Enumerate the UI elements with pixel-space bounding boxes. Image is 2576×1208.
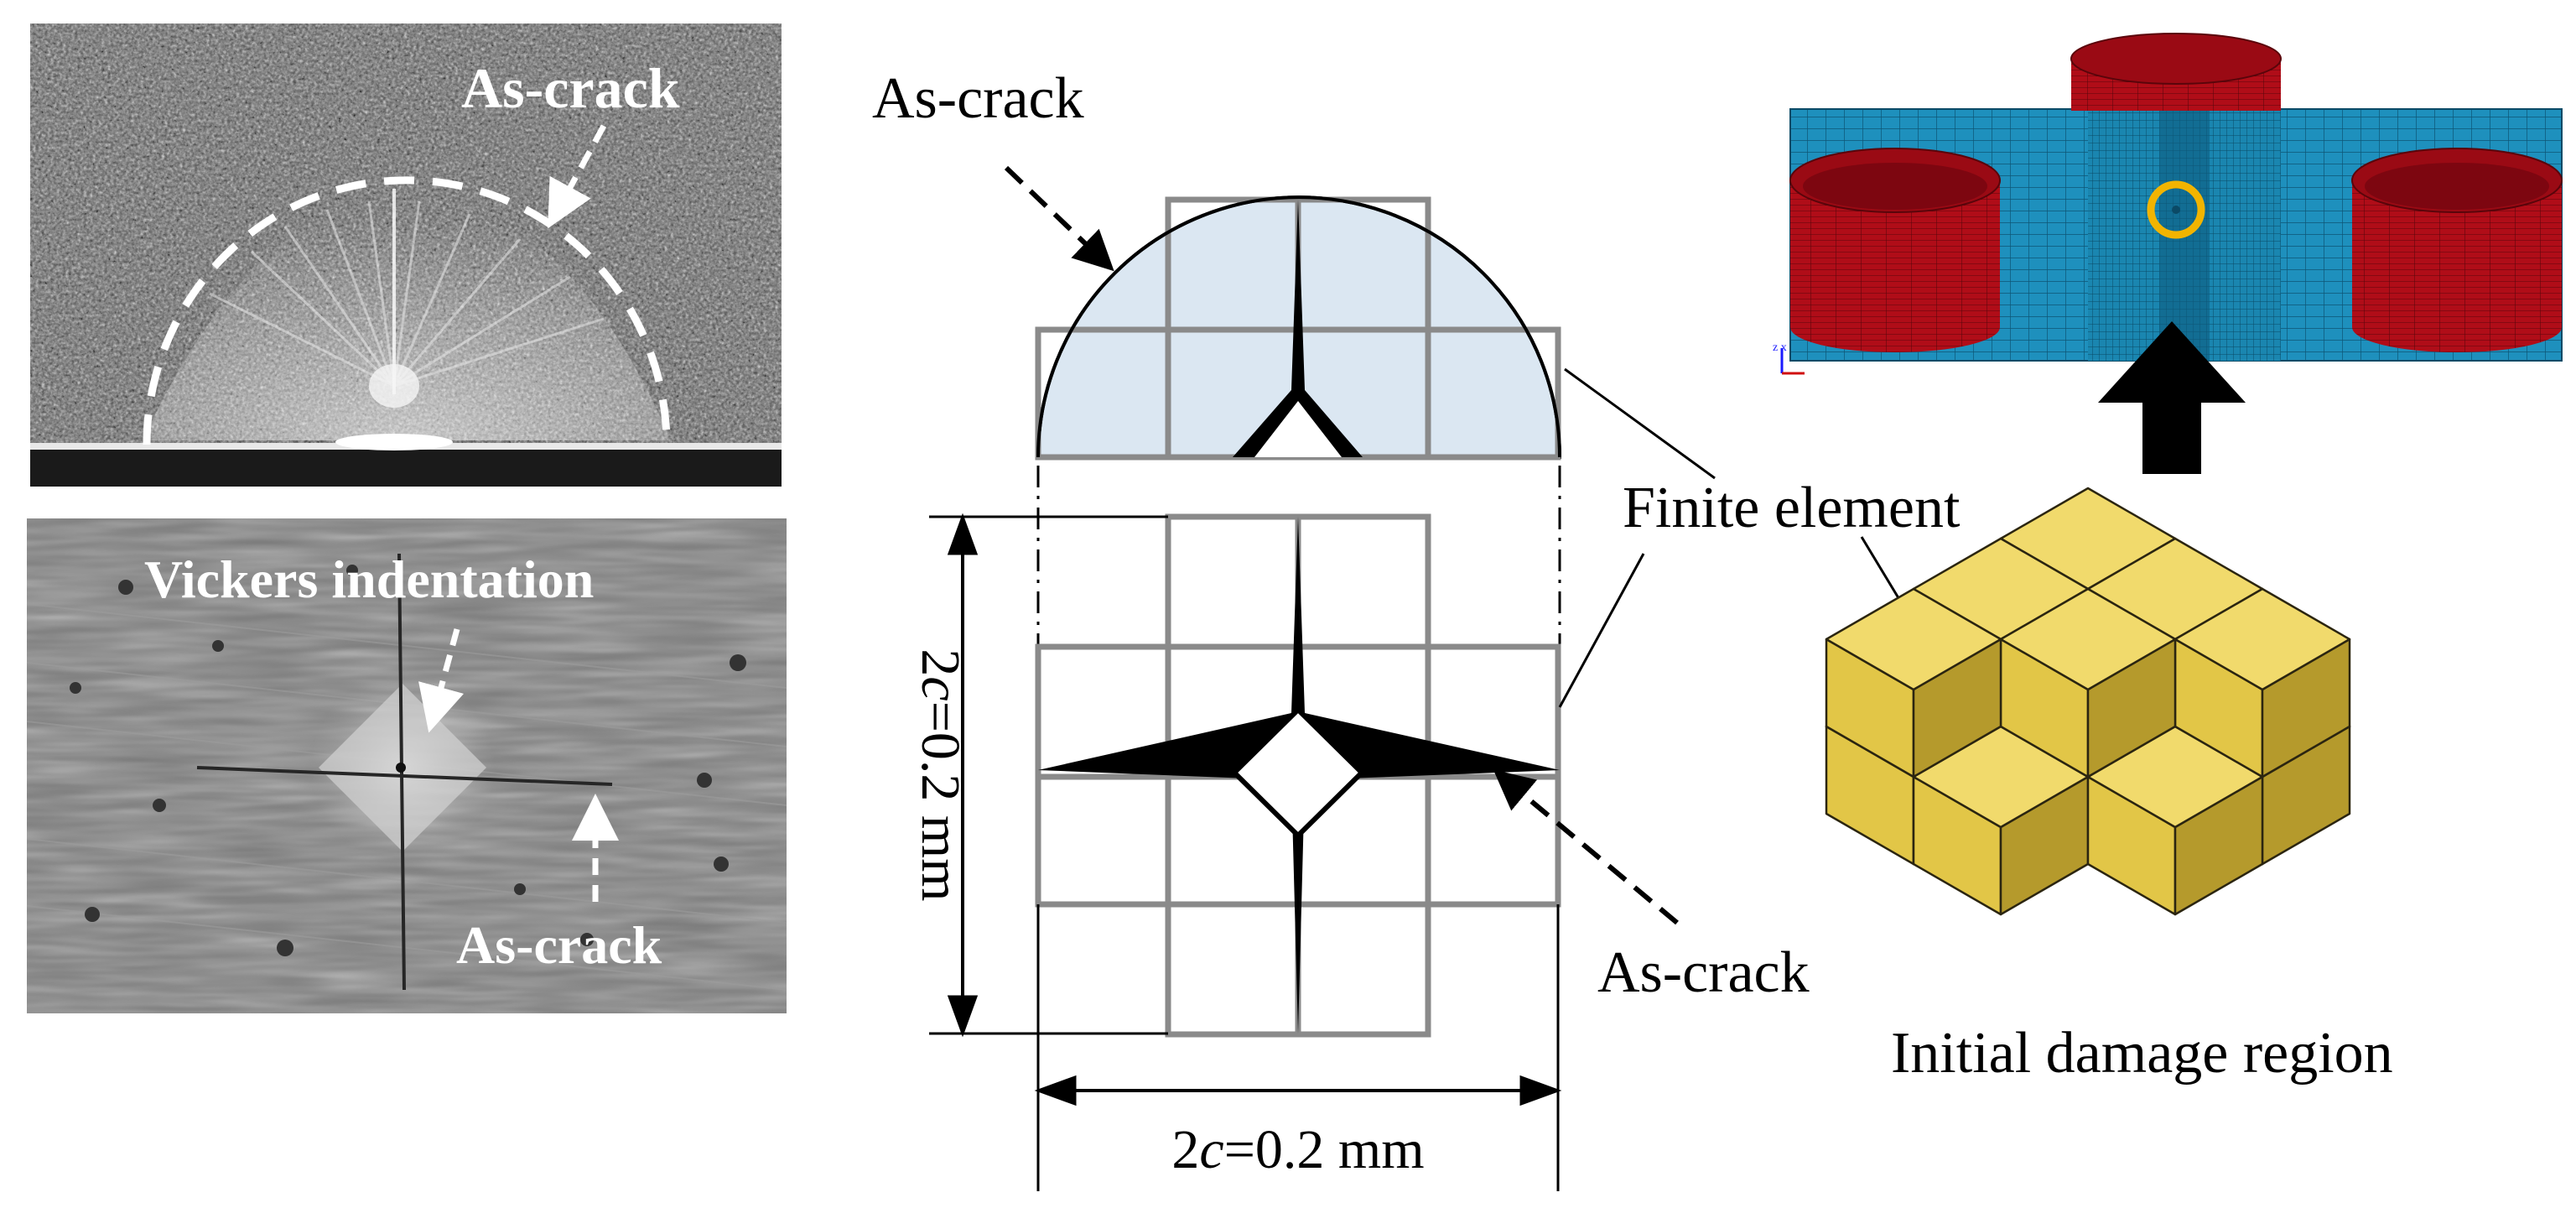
crack-schematic: 2c=0.2 mm 2c=0.2 mm As-crack As-crack Fi… [872, 66, 1961, 1191]
upward-arrow [2098, 321, 2246, 474]
top-loading-roller [2070, 33, 2282, 111]
crack-front-dashed-arc [143, 176, 671, 445]
cube-face-top [1999, 587, 2177, 691]
cube-face-top [1825, 587, 2002, 691]
fe-model: z x [1773, 33, 2563, 474]
svg-text:z x: z x [1773, 341, 1787, 354]
finite-element-label: Finite element [1623, 476, 1961, 540]
crack-location-marker [2147, 180, 2205, 239]
initial-damage-region-label: Initial damage region [1891, 1021, 2393, 1086]
cube-face-top [2174, 587, 2351, 691]
bottom-crack-arrow [1493, 769, 1679, 925]
sem-top-arrow [548, 124, 607, 229]
surface-pits [70, 565, 746, 956]
projection-lines [1036, 466, 1561, 646]
horizontal-dimension [1034, 904, 1562, 1191]
sem-top-as-crack-label: As-crack [461, 56, 680, 120]
axis-triad-icon: z x [1773, 341, 1805, 375]
vickers-diamond [1230, 706, 1366, 840]
sem-indentation-photo: Vickers indentation As-crack [26, 518, 787, 1013]
top-element-grid [1035, 196, 1561, 461]
vertical-dimension [929, 513, 1168, 1038]
vertical-dimension-label: 2c=0.2 mm [910, 648, 971, 901]
horizontal-dimension-label: 2c=0.2 mm [1171, 1119, 1424, 1180]
right-support-roller [2351, 148, 2563, 352]
vickers-indentation-label: Vickers indentation [144, 549, 594, 609]
sem-bottom-as-crack-label: As-crack [456, 915, 662, 975]
schematic-top-as-crack-label: As-crack [872, 66, 1084, 131]
initial-damage-cubes [1825, 487, 2351, 916]
sem-fracture-photo: As-crack [30, 23, 782, 487]
schematic-bottom-as-crack-label: As-crack [1597, 940, 1810, 1005]
left-support-roller [1789, 148, 2001, 352]
top-crack-arrow [1004, 165, 1114, 272]
fan-striations [209, 200, 605, 388]
vickers-arrow [418, 628, 465, 733]
